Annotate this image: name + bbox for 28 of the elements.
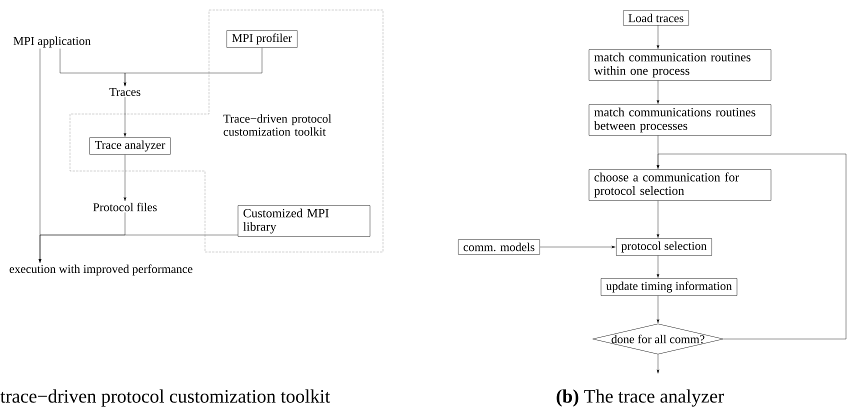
arrow	[656, 200, 660, 238]
process-box: match communication routines within one process	[588, 49, 772, 81]
flow-label: Protocol files	[93, 202, 157, 212]
process-box: Load traces	[623, 10, 690, 26]
arrow	[124, 48, 262, 86]
arrow	[656, 354, 660, 374]
arrow	[656, 255, 660, 278]
flow-label: Traces	[109, 88, 140, 96]
process-box: comm. models	[458, 240, 540, 254]
process-box: Customized MPI library	[238, 205, 370, 237]
flow-label: MPI application	[14, 36, 91, 48]
process-box: update timing information	[600, 278, 738, 296]
arrow	[38, 234, 238, 263]
process-box: choose a communication for protocol selection	[588, 169, 772, 201]
process-box: MPI profiler	[226, 30, 298, 48]
process-box: protocol selection	[616, 238, 712, 256]
arrow	[124, 154, 126, 202]
arrow	[656, 154, 846, 340]
figure-caption: (b) The trace analyzer	[556, 389, 724, 407]
arrow	[656, 25, 660, 49]
arrow	[124, 97, 126, 137]
arrow	[656, 296, 660, 324]
arrow	[656, 80, 660, 104]
process-box: match communications routines between processes	[588, 104, 772, 136]
figure-caption: trace−driven protocol customization toolkit	[0, 389, 330, 407]
arrow	[540, 246, 616, 248]
flow-label: execution with improved performance	[10, 264, 192, 276]
process-box: Trace analyzer	[90, 137, 170, 155]
